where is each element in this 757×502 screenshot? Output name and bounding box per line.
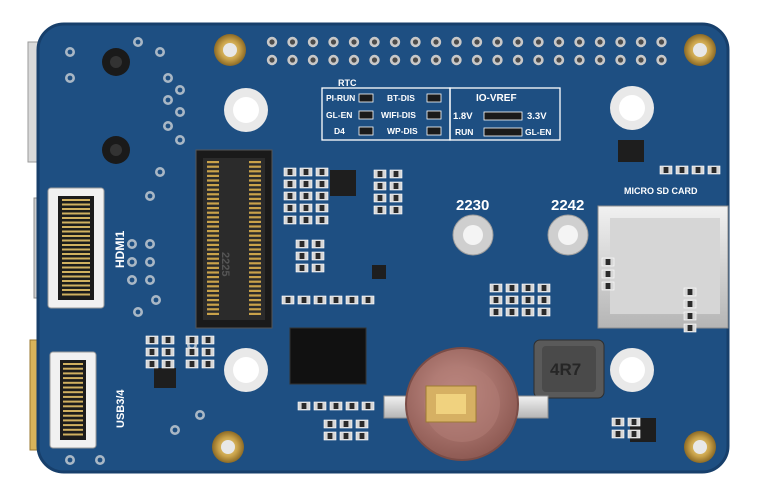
corner-mount-holes bbox=[212, 34, 716, 463]
label-3-3v: 3.3V bbox=[527, 111, 547, 122]
push-buttons bbox=[102, 48, 130, 164]
usb-connector bbox=[49, 351, 97, 449]
label-pi-run: PI-RUN bbox=[326, 93, 355, 103]
label-rtc: RTC bbox=[338, 78, 357, 88]
label-2230: 2230 bbox=[456, 197, 489, 214]
silk-boxes bbox=[321, 87, 561, 141]
label-micro-sd: MICRO SD CARD bbox=[624, 186, 698, 196]
label-io-vref: IO-VREF bbox=[476, 93, 517, 104]
silkscreen-text: RTC PI-RUN GL-EN D4 BT-DIS WIFI-DIS WP-D… bbox=[113, 78, 698, 428]
gpio-header bbox=[266, 36, 667, 66]
microsd-slot bbox=[597, 205, 729, 329]
label-m2-marking: 2225 bbox=[219, 252, 231, 276]
label-inductor: 4R7 bbox=[550, 360, 581, 379]
nvme-standoffs bbox=[452, 214, 589, 256]
label-wifi-dis: WIFI-DIS bbox=[381, 110, 416, 120]
inductor bbox=[533, 339, 605, 399]
white-mount-holes bbox=[224, 86, 654, 392]
label-1-8v: 1.8V bbox=[453, 111, 473, 122]
hdmi-connector bbox=[47, 187, 105, 309]
jumper-pads bbox=[358, 93, 523, 137]
label-usb: USB3/4 bbox=[115, 389, 127, 428]
label-2242: 2242 bbox=[551, 197, 584, 214]
label-d4: D4 bbox=[334, 126, 345, 136]
label-gl-en-right: GL-EN bbox=[525, 127, 551, 137]
label-gl-en-left: GL-EN bbox=[326, 110, 352, 120]
label-bt-dis: BT-DIS bbox=[387, 93, 415, 103]
vias bbox=[65, 37, 205, 465]
rtc-battery bbox=[383, 347, 549, 461]
label-hdmi: HDMI1 bbox=[113, 230, 127, 268]
label-wp-dis: WP-DIS bbox=[387, 126, 418, 136]
smd-components bbox=[145, 165, 721, 441]
m2-slot bbox=[195, 149, 273, 329]
label-run: RUN bbox=[455, 127, 473, 137]
